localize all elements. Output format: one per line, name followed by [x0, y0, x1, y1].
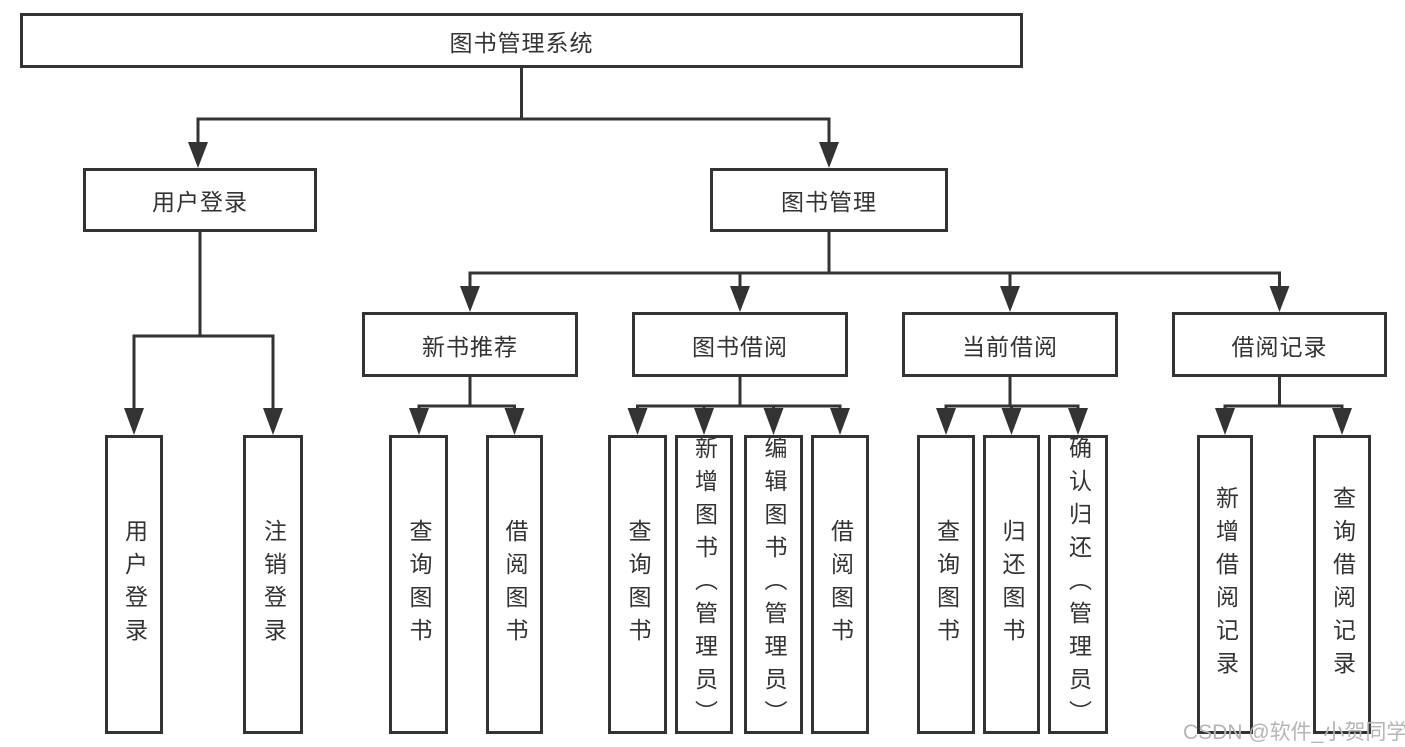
leaf-borrow-edit-book-admin-label: 编辑图书（管理员） [761, 436, 787, 733]
leaf-record-add-record: 新增借阅记录 [1197, 435, 1253, 734]
node-current-borrow-label: 当前借阅 [962, 333, 1058, 360]
leaf-current-confirm-return-admin: 确认归还（管理员） [1048, 435, 1108, 734]
leaf-borrow-edit-book-admin: 编辑图书（管理员） [744, 435, 803, 734]
node-root-system: 图书管理系统 [20, 13, 1023, 68]
connector-newrec-to-leaves [409, 375, 525, 435]
node-root-label: 图书管理系统 [449, 29, 594, 56]
leaf-current-return-book: 归还图书 [983, 435, 1040, 734]
csdn-watermark: CSDN @软件_小贺同学 [1183, 721, 1405, 744]
node-user-login-label: 用户登录 [152, 189, 248, 215]
node-borrow-record-label: 借阅记录 [1231, 333, 1328, 360]
node-book-management-label: 图书管理 [781, 189, 877, 215]
leaf-logout: 注销登录 [243, 435, 303, 734]
leaf-newrec-query-book: 查询图书 [389, 435, 448, 734]
leaf-newrec-query-book-label: 查询图书 [406, 518, 432, 651]
node-borrow-record: 借阅记录 [1172, 312, 1387, 377]
connector-root-to-level2 [188, 66, 839, 168]
connector-login-to-leaves [124, 230, 283, 435]
leaf-current-query-book-label: 查询图书 [933, 518, 960, 651]
node-new-book-recommend: 新书推荐 [362, 312, 578, 377]
leaf-current-query-book: 查询图书 [917, 435, 975, 734]
connector-mgmt-to-level3 [460, 230, 1290, 312]
leaf-borrow-add-book-admin: 新增图书（管理员） [675, 435, 733, 734]
leaf-record-query-record-label: 查询借阅记录 [1329, 485, 1356, 684]
leaf-logout-label: 注销登录 [260, 518, 287, 651]
leaf-current-return-book-label: 归还图书 [999, 518, 1025, 651]
leaf-borrow-add-book-admin-label: 新增图书（管理员） [691, 436, 718, 733]
node-user-login: 用户登录 [83, 168, 317, 232]
leaf-newrec-borrow-book-label: 借阅图书 [502, 518, 528, 651]
node-book-management: 图书管理 [710, 168, 948, 232]
leaf-newrec-borrow-book: 借阅图书 [486, 435, 543, 734]
leaf-borrow-query-book: 查询图书 [608, 435, 667, 734]
leaf-current-confirm-return-admin-label: 确认归还（管理员） [1065, 436, 1092, 733]
leaf-user-login: 用户登录 [105, 435, 163, 734]
leaf-borrow-query-book-label: 查询图书 [625, 518, 651, 651]
leaf-borrow-borrow-book: 借阅图书 [811, 435, 869, 734]
node-book-borrow-label: 图书借阅 [692, 333, 788, 360]
node-book-borrow: 图书借阅 [632, 312, 848, 377]
leaf-record-query-record: 查询借阅记录 [1313, 435, 1371, 734]
node-current-borrow: 当前借阅 [902, 312, 1118, 377]
node-new-book-recommend-label: 新书推荐 [422, 333, 518, 360]
connector-current-to-leaves [936, 375, 1088, 435]
leaf-borrow-borrow-book-label: 借阅图书 [827, 518, 854, 651]
leaf-user-login-label: 用户登录 [121, 518, 148, 651]
connector-borrow-to-leaves [627, 375, 850, 435]
leaf-record-add-record-label: 新增借阅记录 [1212, 485, 1239, 684]
connector-record-to-leaves [1215, 375, 1352, 435]
